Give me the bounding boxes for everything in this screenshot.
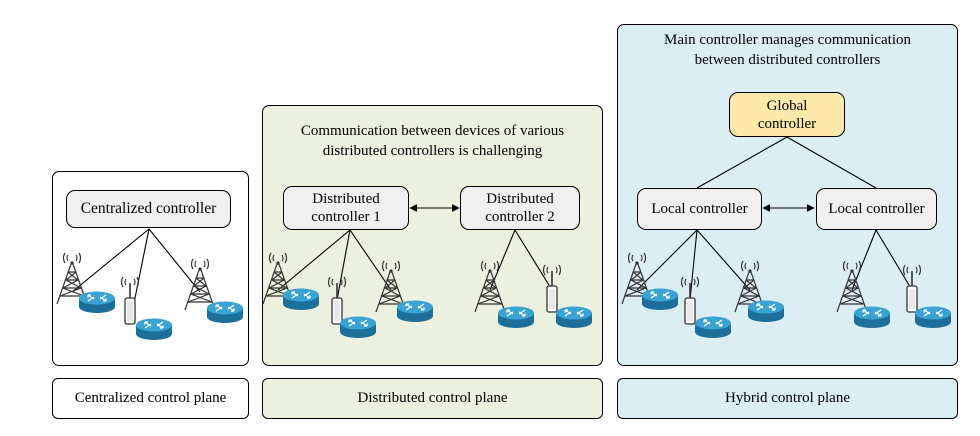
distributed-footer-label: Distributed control plane bbox=[357, 390, 508, 406]
link-line bbox=[689, 229, 698, 301]
link-line bbox=[696, 136, 788, 189]
centralized-controller-label: Centralized controller bbox=[80, 200, 217, 217]
local-controller-1-label: Local controller bbox=[651, 201, 748, 217]
link-line bbox=[514, 229, 553, 291]
link-line bbox=[349, 229, 392, 291]
local-controller-2: Local controller bbox=[816, 188, 937, 230]
link-line bbox=[336, 229, 351, 301]
link-line bbox=[786, 136, 877, 189]
link-line bbox=[875, 229, 913, 291]
link-line bbox=[636, 229, 698, 291]
link-line bbox=[148, 228, 201, 293]
distributed-controller-2-label: Distributed controller 2 bbox=[485, 191, 555, 225]
distributed-controller-1-label: Distributed controller 1 bbox=[311, 191, 381, 225]
distributed-controller-2: Distributed controller 2 bbox=[460, 186, 580, 230]
link-line bbox=[277, 229, 351, 291]
global-controller: Global controller bbox=[729, 92, 845, 137]
local-controller-2-label: Local controller bbox=[828, 201, 925, 217]
link-line bbox=[71, 228, 150, 293]
centralized-footer-label: Centralized control plane bbox=[74, 390, 227, 406]
hybrid-note: Main controller manages communication be… bbox=[663, 32, 911, 68]
link-line bbox=[133, 228, 150, 304]
distributed-note: Communication between devices of various… bbox=[300, 123, 565, 159]
centralized-controller: Centralized controller bbox=[66, 190, 231, 228]
distributed-panel bbox=[262, 105, 603, 366]
link-line bbox=[696, 229, 751, 291]
centralized-footer: Centralized control plane bbox=[52, 378, 249, 419]
hybrid-footer: Hybrid control plane bbox=[617, 378, 958, 419]
hybrid-footer-label: Hybrid control plane bbox=[725, 390, 850, 406]
global-controller-label: Global controller bbox=[757, 97, 817, 132]
distributed-footer: Distributed control plane bbox=[262, 378, 603, 419]
distributed-controller-1: Distributed controller 1 bbox=[283, 186, 409, 230]
local-controller-1: Local controller bbox=[637, 188, 762, 230]
